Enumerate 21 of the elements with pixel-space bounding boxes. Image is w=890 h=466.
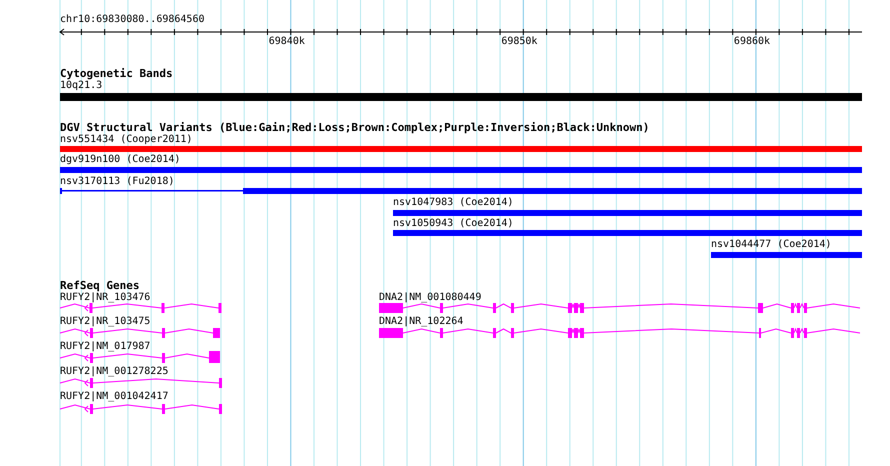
feature-label: 10q21.3 xyxy=(60,80,102,92)
track-title: RefSeq Genes xyxy=(60,280,140,292)
gene-label: RUFY2|NM_017987 xyxy=(60,341,150,353)
feature-label: nsv1044477 (Coe2014) xyxy=(711,239,832,251)
gene-label: RUFY2|NR_103475 xyxy=(60,316,150,328)
gene-label: DNA2|NR_102264 xyxy=(379,316,464,328)
feature-label: nsv1047983 (Coe2014) xyxy=(393,197,514,209)
tick-label: 69850k xyxy=(501,36,538,48)
locus-label: chr10:69830080..69864560 xyxy=(60,14,204,26)
track-title: Cytogenetic Bands xyxy=(60,68,173,80)
gene-label: RUFY2|NM_001278225 xyxy=(60,366,168,378)
gene-label: DNA2|NM_001080449 xyxy=(379,292,482,304)
gene-label: RUFY2|NM_001042417 xyxy=(60,391,168,403)
feature-label: nsv551434 (Cooper2011) xyxy=(60,134,192,146)
feature-label: dgv919n100 (Coe2014) xyxy=(60,154,180,166)
gene-label: RUFY2|NR_103476 xyxy=(60,292,150,304)
tick-label: 69860k xyxy=(734,36,770,48)
tick-label: 69840k xyxy=(268,36,305,48)
feature-label: nsv3170113 (Fu2018) xyxy=(60,176,174,188)
track-title: DGV Structural Variants (Blue:Gain;Red:Loss;Brown:Complex;Purple:Inversion;Black:Unknown) xyxy=(60,122,650,134)
feature-label: nsv1050943 (Coe2014) xyxy=(393,218,514,230)
